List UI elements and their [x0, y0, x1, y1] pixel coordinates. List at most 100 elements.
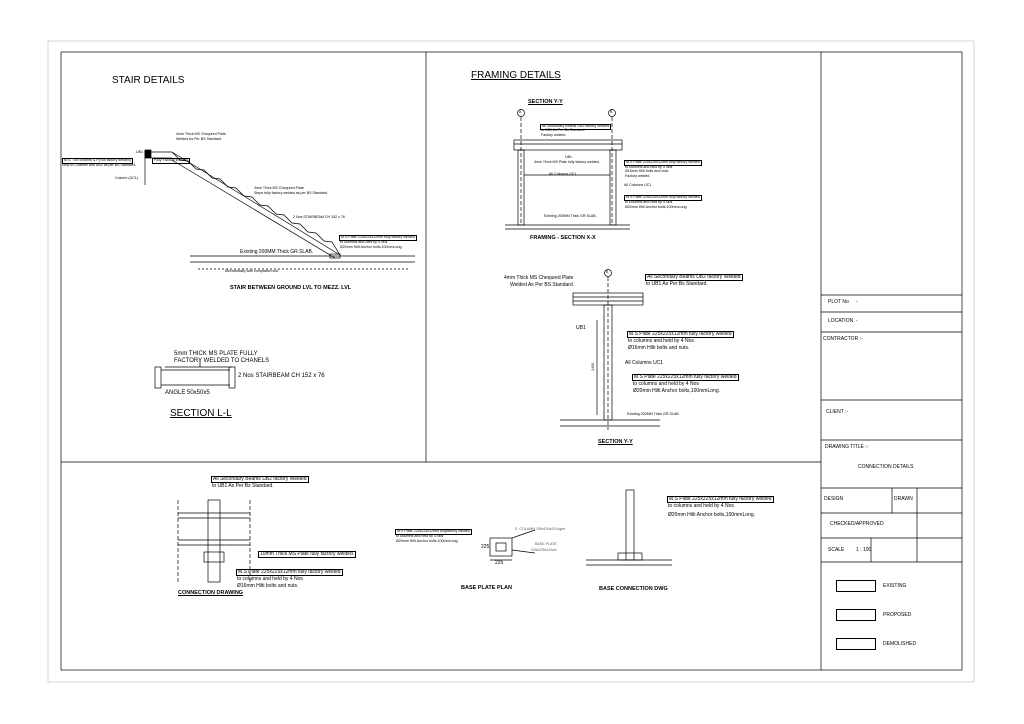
outer-border	[47, 40, 975, 683]
inner-border	[60, 51, 963, 671]
syy-p6: Ø20mm Hilti Anchor bolts,100mmLong.	[633, 388, 720, 394]
framing-note-top2: to UB1 As Per Bs Standard.	[541, 128, 586, 132]
framing-right-note6: to columns and held by 4 Nos	[625, 200, 673, 204]
tb-scale-label: SCALE	[828, 547, 845, 553]
framing-caption: FRAMING - SECTION X-X	[530, 235, 596, 241]
bc-n1: M.S Plate 225x225x12mm fully factory wel…	[667, 496, 774, 503]
bc-n2: to columns and held by 4 Nos	[668, 503, 734, 509]
stair-note-ms: M.S. 75x75x6mm & P.(not factory welded)	[62, 158, 133, 164]
tb-location-label: LOCATION	[828, 318, 854, 324]
conn-caption: CONNECTION DRAWING	[178, 590, 244, 596]
stair-caption: STAIR BETWEEN GROUND LVL TO MEZZ. LVL	[230, 285, 352, 291]
legend-existing-swatch	[836, 580, 876, 592]
bp-caption: BASE PLATE PLAN	[461, 585, 512, 591]
bp-n2: to columns and held by 4 Nos	[396, 534, 444, 538]
legend-existing: EXISTING	[883, 583, 907, 589]
stair-note-fully: Fully Factory Welded	[152, 158, 190, 164]
syy-ub1: UB1	[576, 325, 586, 331]
legend-proposed-swatch	[836, 609, 876, 621]
tb-checked: CHECKED/APPROVED	[830, 521, 884, 527]
bp-n1: M.S Plate 225x225x12mm fullyfactory weld…	[395, 529, 472, 535]
syy-grid: B	[606, 270, 609, 274]
framing-right-note2: to columns and held by 4 Nos	[625, 165, 673, 169]
stair-note-plate2: Welded As Per BS Standard.	[176, 137, 223, 141]
syy-caption: SECTION Y-Y	[598, 439, 633, 445]
legend-demolished: DEMOLISHED	[883, 641, 917, 647]
framing-plate-thin: 4mm Thick MS Plate fully factory welded.	[534, 160, 600, 164]
framing-right-note5: M.S Plate 225x225x12mm fully factory wel…	[624, 195, 702, 201]
framing-right-note1: M.S Plate 225x225x12mm fully factory wel…	[624, 160, 702, 166]
tb-drawing-name: CONNECTION DETAILS	[858, 464, 914, 470]
framing-dim-label: All Columns UC1	[549, 172, 577, 176]
tb-location-value: -	[856, 318, 858, 324]
framing-title: FRAMING DETAILS	[471, 70, 561, 81]
sll-beam: 2 Nos STAIRBEAM CH 152 x 76	[238, 373, 325, 379]
conn-n5: to columns and held by 4 Nos	[237, 576, 303, 582]
sll-note1: 5mm THICK MS PLATE FULLY	[174, 351, 258, 357]
tb-scale-value: 1 : 100	[856, 547, 872, 553]
syy-p4: M.S Plate 225x225x12mm fully factory wel…	[632, 374, 739, 381]
bp-bp2: 225x225x12mm	[531, 548, 557, 552]
syy-p1: M.S Plate 225x225x12mm fully factory wel…	[627, 331, 734, 338]
stair-note-mid2: Steps fully factory welded as per BS Sta…	[254, 191, 329, 195]
bp-bp: BASE PLATE	[535, 542, 557, 546]
syy-dim: 2400	[591, 362, 596, 371]
stair-title: STAIR DETAILS	[112, 75, 185, 86]
tb-plot-value: -	[856, 299, 858, 305]
bc-n3: Ø20mm Hilti Anchor bolts,100mmLong.	[668, 512, 755, 518]
framing-section: SECTION Y-Y	[528, 99, 563, 105]
stair-slab: Existing 200MM Thick GR.SLAB.	[240, 249, 314, 255]
tb-client: CLIENT :-	[826, 409, 849, 415]
framing-right-note3: Ø16mm Hilti bolts and nuts.	[625, 169, 670, 173]
stair-note-plate: 4mm Thick MS Chequred Plate	[176, 132, 226, 136]
syy-slab: Existing 200MM Thick GR.SLAB.	[627, 412, 680, 416]
stair-note-ms2: Strip to Channel and UB2 as per BS Stand…	[62, 163, 137, 167]
bc-caption: BASE CONNECTION DWG	[599, 586, 668, 592]
syy-p5: to columns and held by 4 Nos	[633, 381, 699, 387]
bp-d1: 225	[481, 544, 490, 550]
sll-title: SECTION L-L	[170, 408, 232, 419]
stair-ub1: UB1	[136, 150, 143, 154]
tb-design: DESIGN	[824, 496, 844, 502]
legend-demolished-swatch	[836, 638, 876, 650]
syy-left2: Welded As Per BS Standard.	[510, 282, 575, 288]
syy-right2: to UB1 As Per Bs Standard.	[646, 281, 708, 287]
framing-note-top: All Secondary Beams UB2 factory Welded	[540, 124, 612, 130]
tb-plot-label: PLOT No	[828, 299, 849, 305]
framing-slab: Existing 200MM Thick GR.SLAB.	[544, 214, 597, 218]
framing-right-note7: Ø20mm Hilti Anchor bolts,100mmLong.	[625, 205, 688, 209]
stair-column: Column (UC1)	[115, 176, 138, 180]
stair-plate-note: M.S Plate 225x225x12mm fully factory wel…	[339, 235, 417, 241]
conn-n3: 10mm Thick MS Plate fully factory welded…	[258, 551, 357, 558]
framing-all-col: All Columns UC1	[624, 183, 652, 187]
syy-p2: to columns and held by 4 Nos	[628, 338, 694, 344]
conn-n6: Ø16mm Hilti bolts and nuts.	[237, 583, 299, 589]
grid-a: A	[519, 110, 522, 114]
conn-n1: All Secondary Beams UB2 factory Welded	[211, 476, 309, 483]
bp-d2: 225	[495, 560, 504, 566]
tb-contractor: CONTRACTOR :-	[823, 336, 863, 342]
framing-ub1: UB1	[565, 155, 572, 159]
framing-right-note4: Factory welded	[625, 174, 650, 178]
stair-plate-note3: Ø20mm Hilti Anchor bolts,100mmLong.	[340, 245, 403, 249]
stair-plate-note2: to columns and held by 4 Nos	[340, 240, 388, 244]
syy-left1: 4mm Thick MS Chequred Plate	[504, 275, 574, 281]
syy-p3: Ø16mm Hilti bolts and nuts.	[628, 345, 690, 351]
legend-proposed: PROPOSED	[883, 612, 912, 618]
grid-b: B	[610, 110, 613, 114]
stair-soil: Mechanically well compacted soil.	[225, 269, 279, 273]
framing-note-top3: Factory welded.	[541, 133, 567, 137]
bp-col: S. COLUMN 100x100x3.6 kg/m	[515, 527, 566, 531]
tb-drawn: DRAWN	[894, 496, 913, 502]
stair-beam: 2 Nos STAIRBEAM CH 152 x 76	[293, 215, 345, 219]
conn-n2: to UB1 As Per Bs Standard.	[212, 483, 274, 489]
syy-col: All Columns UC1	[625, 360, 664, 366]
bp-n3: Ø20mm Hilti Anchor bolts,100mmLong.	[396, 539, 459, 543]
stair-note-mid: 4mm Thick MS Chequred Plate	[254, 186, 304, 190]
tb-drawing-title: DRAWING TITLE :-	[825, 444, 869, 450]
sll-angle: ANGLE 50x50x5	[165, 390, 210, 396]
conn-n4: M.S Plate 225x225x12mm fully factory wel…	[236, 569, 343, 576]
syy-right1: All Secondary Beams UB2 factory Welded	[645, 274, 743, 281]
